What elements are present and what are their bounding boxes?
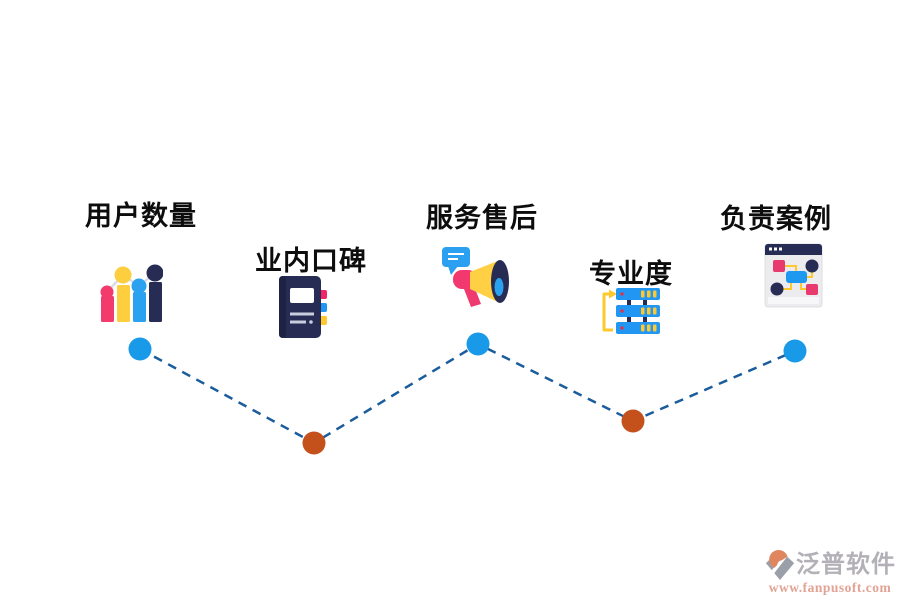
timeline-node [128,337,152,361]
feature-title-reputation: 业内口碑 [255,246,367,276]
flowchart-window-icon [764,243,823,308]
timeline-node [783,339,807,363]
feature-title-user-count: 用户数量 [85,201,197,231]
feature-title-after-sales: 服务售后 [426,203,538,233]
timeline-node [302,431,326,455]
notebook-icon [279,276,327,338]
timeline-node [621,409,645,433]
feature-title-professionalism: 专业度 [589,259,673,289]
brand-watermark: 泛普软件 www.fanpusoft.com [764,548,896,596]
feature-title-cases: 负责案例 [720,204,832,234]
fanpu-logo-icon [765,549,795,581]
brand-url: www.fanpusoft.com [768,580,892,595]
bar-chart-icon [100,264,163,322]
megaphone-icon [442,247,509,307]
brand-name: 泛普软件 [796,551,896,578]
timeline-node [466,332,490,356]
server-stack-icon [602,288,660,334]
